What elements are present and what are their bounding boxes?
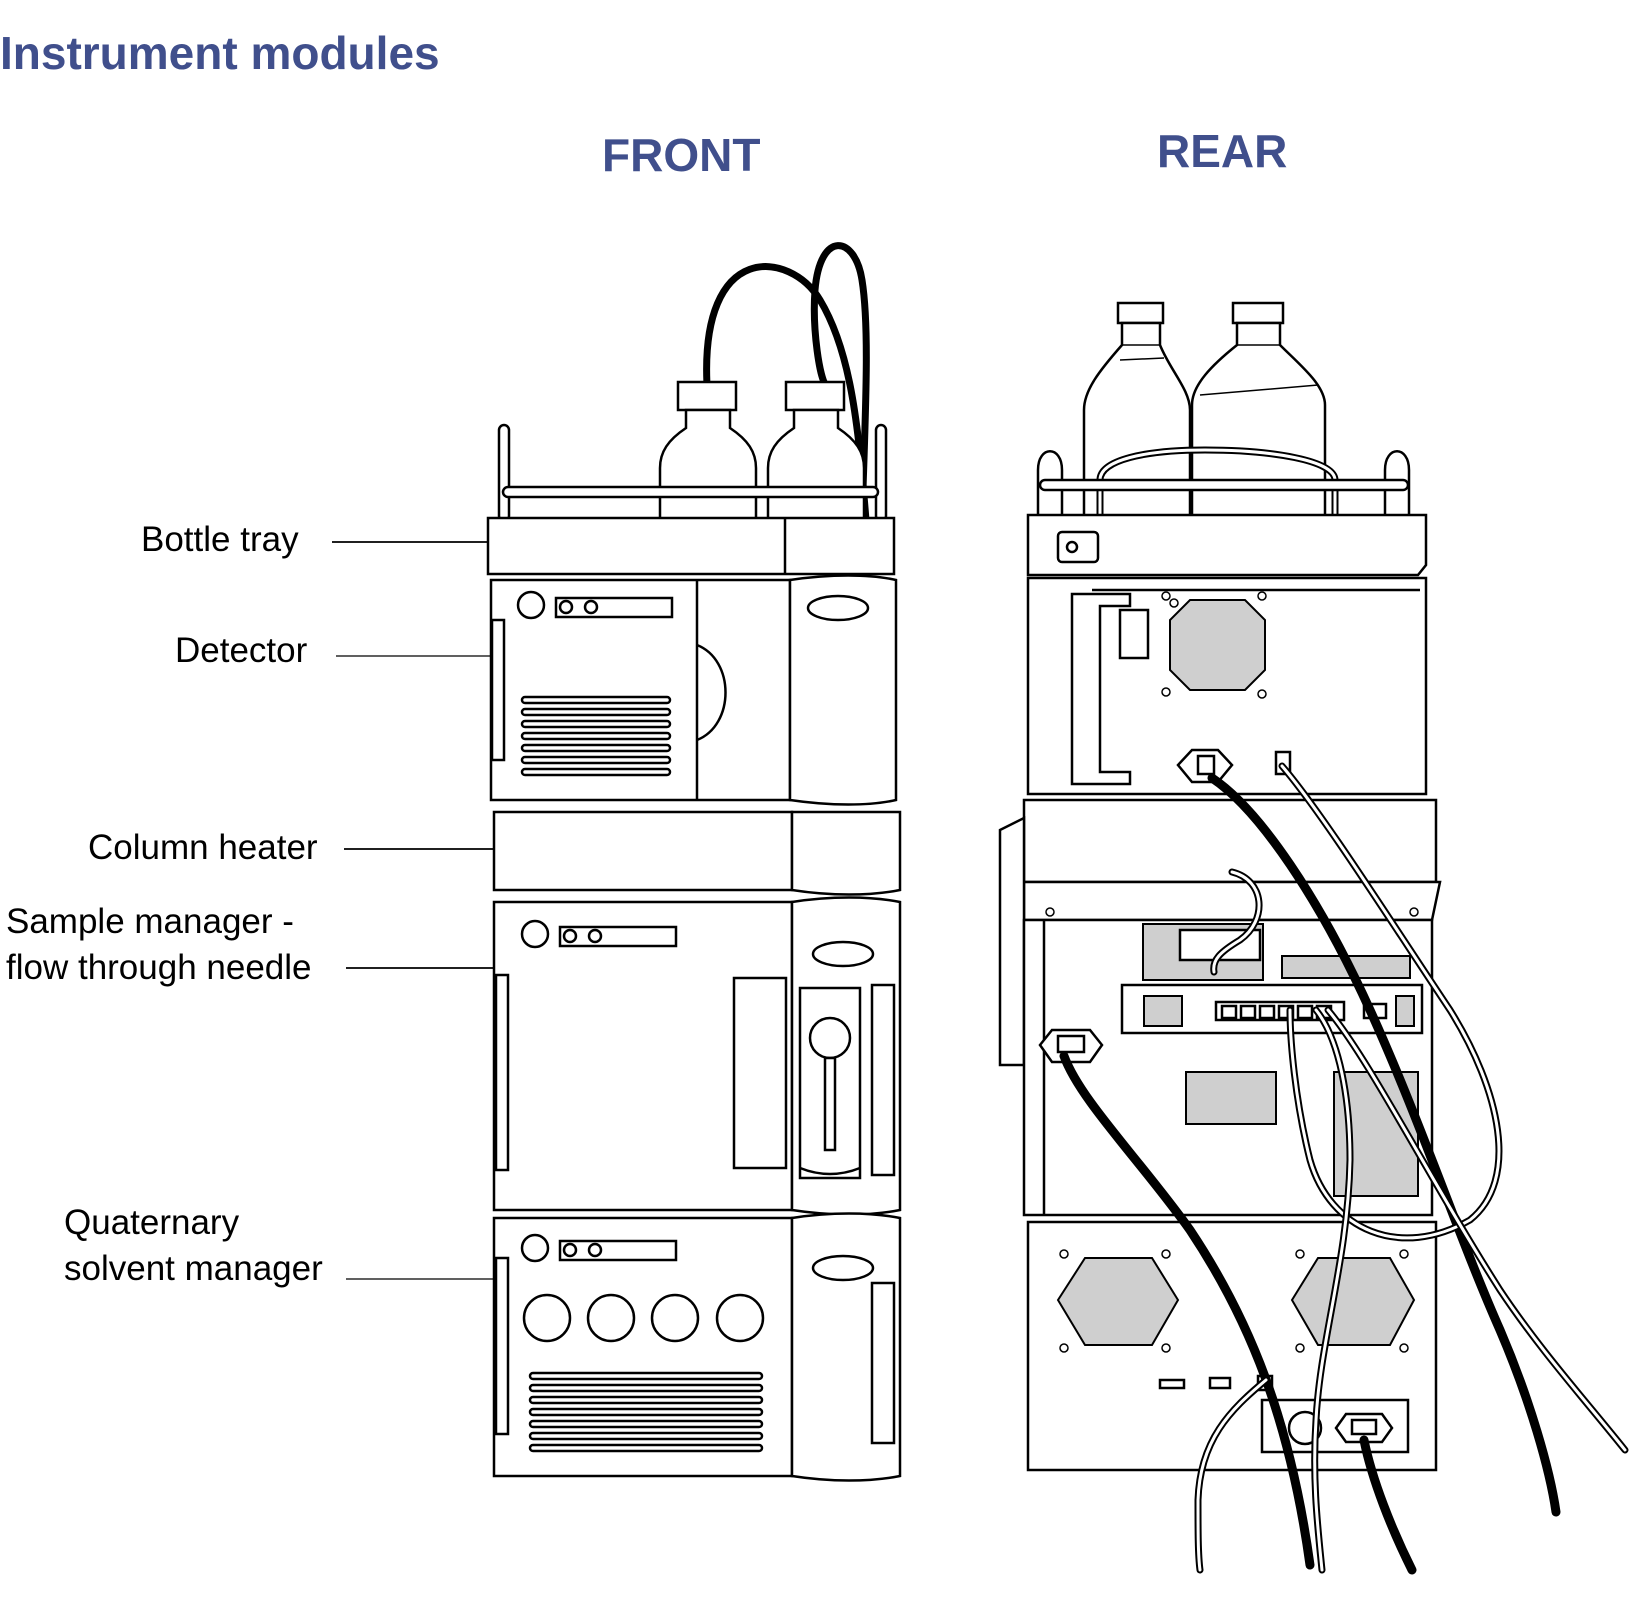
rear-sample-manager-module	[998, 798, 1442, 1217]
rear-view-heading: REAR	[1157, 125, 1288, 177]
callout-sample-manager-line2: flow through needle	[6, 948, 312, 987]
front-detector-module	[489, 574, 898, 806]
front-detector-vents	[520, 695, 672, 777]
callout-quaternary-line1: Quaternary	[64, 1203, 240, 1242]
callout-quaternary-line2: solvent manager	[64, 1249, 323, 1288]
callout-sample-manager-line1: Sample manager -	[6, 902, 294, 941]
rear-cables	[1059, 762, 1629, 1575]
rear-instrument-stack	[998, 301, 1629, 1575]
rear-solvent-manager-module	[1026, 1220, 1438, 1472]
front-bottle-left	[658, 380, 758, 522]
callout-detector: Detector	[175, 631, 308, 670]
front-sample-manager-module	[492, 896, 902, 1216]
front-bottle-tray-rails	[497, 423, 888, 523]
front-view-heading: FRONT	[602, 129, 761, 181]
front-bottle-tray	[486, 516, 896, 576]
rear-bottle-tray	[1026, 513, 1428, 577]
front-solvent-tube-2	[810, 242, 870, 524]
front-instrument-stack	[486, 242, 902, 1482]
callout-sample-manager: Sample manager - flow through needle	[6, 899, 312, 991]
rear-bottle-tray-rails	[1036, 446, 1411, 524]
front-solvent-manager-vents	[528, 1371, 764, 1453]
front-quaternary-solvent-manager-module	[492, 1212, 902, 1482]
rear-bottle-right	[1190, 301, 1327, 522]
callout-quaternary-solvent-manager: Quaternary solvent manager	[64, 1200, 323, 1292]
callout-bottle-tray: Bottle tray	[141, 520, 299, 559]
front-solvent-tube-1	[703, 263, 870, 524]
rear-detector-module	[1026, 576, 1428, 796]
front-bottle-right	[766, 380, 866, 522]
front-column-heater-module	[492, 810, 902, 896]
callout-column-heater: Column heater	[88, 828, 318, 867]
page-title: Instrument modules	[0, 27, 440, 79]
